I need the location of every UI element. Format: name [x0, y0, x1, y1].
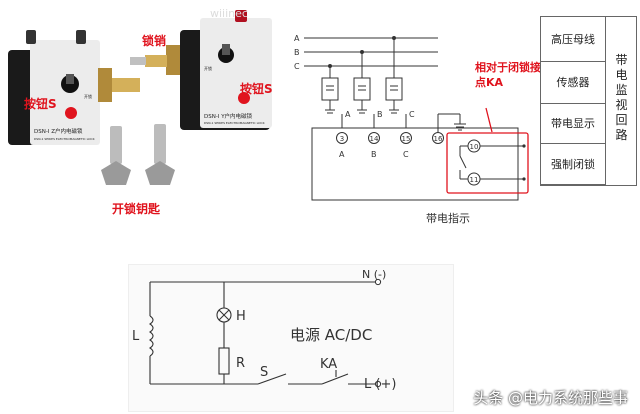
table-row-sensor: 传感器 — [541, 62, 605, 104]
button-s-label-right: 按钮S — [240, 82, 273, 96]
sublabel-c: C — [409, 110, 415, 119]
right-lock-device — [130, 10, 272, 130]
table-row-display: 带电显示 — [541, 104, 605, 144]
side-char-2: 电 — [615, 68, 628, 82]
terminal-16: 16 — [434, 135, 443, 143]
lock-photo-svg: wiiinec DSN-I Z户内电磁锁 DSN-1 SERIES ELECTR… — [8, 7, 272, 185]
right-device-mark: 开锁 — [204, 65, 212, 71]
button-s-label-left: 按钮S — [24, 97, 57, 111]
line-label: L (+) — [364, 377, 396, 392]
neutral-label: N (-) — [362, 268, 386, 281]
coil-label: L — [132, 329, 140, 344]
table-side-title: 带 电 监 视 回 路 — [605, 17, 636, 185]
lamp-label: H — [236, 309, 246, 324]
phase-c: C — [294, 62, 300, 71]
bottom-a: A — [339, 150, 345, 159]
resistor-label: R — [236, 356, 245, 371]
left-device-mark: 开锁 — [84, 93, 92, 99]
side-char-1: 带 — [615, 53, 628, 67]
sublabel-b: B — [377, 110, 383, 119]
side-char-6: 路 — [615, 128, 628, 142]
left-device-brand: DSN-I Z户内电磁锁 — [34, 127, 83, 135]
left-device-small: DSN-1 SERIES ELECTROMAGNETIC LOCK — [34, 137, 96, 141]
terminal-3: 3 — [340, 135, 344, 143]
contact-annotation: 相对于闭锁接点KA — [475, 61, 541, 89]
terminal-14: 14 — [370, 135, 379, 143]
photo-watermark: wiiinec — [210, 7, 248, 20]
sublabel-a: A — [345, 110, 351, 119]
terminal-11: 11 — [470, 176, 479, 184]
left-lock-device — [8, 30, 140, 145]
unlock-keys — [101, 124, 175, 185]
phase-b: B — [294, 48, 300, 57]
unlock-key-label: 开锁钥匙 — [112, 202, 161, 216]
contact-label: KA — [320, 357, 337, 372]
lock-coil-circuit-card — [128, 264, 454, 412]
table-row-lock: 强制闭锁 — [541, 144, 605, 185]
monitor-table: 高压母线 传感器 带电显示 强制闭锁 带 电 监 视 回 路 — [540, 16, 637, 186]
side-char-4: 视 — [615, 98, 628, 112]
indicator-caption: 带电指示 — [426, 211, 470, 225]
lock-photo: wiiinec DSN-I Z户内电磁锁 DSN-1 SERIES ELECTR… — [0, 0, 285, 230]
switch-label: S — [260, 365, 268, 380]
right-device-brand: DSN-I Y户内电磁锁 — [204, 112, 253, 120]
side-char-3: 监 — [615, 83, 628, 97]
terminal-10: 10 — [470, 143, 479, 151]
bottom-c: C — [403, 150, 409, 159]
lock-pin-label: 锁销 — [142, 34, 167, 48]
side-char-5: 回 — [615, 113, 628, 127]
footer-watermark: 头条 @电力系统那些事 — [473, 389, 628, 407]
right-device-small: DSN-1 SERIES ELECTROMAGNETIC LOCK — [204, 121, 266, 125]
terminal-15: 15 — [402, 135, 411, 143]
indicator-circuit: A B C A B C A B C 3 14 15 16 10 11 带电指示 — [294, 34, 529, 225]
bottom-b: B — [371, 150, 377, 159]
phase-a: A — [294, 34, 300, 43]
table-row-busbar: 高压母线 — [541, 17, 605, 62]
source-label: 电源 AC/DC — [290, 326, 372, 344]
lock-coil-circuit: L H R S KA L (+) N (-) 电源 AC/DC — [132, 268, 396, 392]
